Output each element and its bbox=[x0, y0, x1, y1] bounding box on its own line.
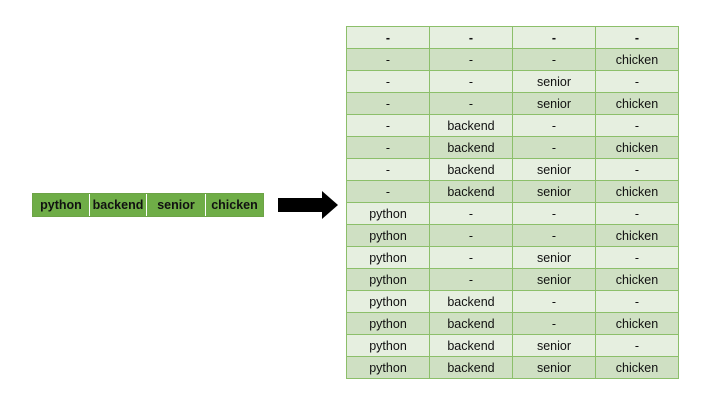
combination-cell: - bbox=[429, 92, 513, 115]
combination-cell: - bbox=[346, 26, 430, 49]
combination-cell: - bbox=[346, 70, 430, 93]
combination-cell: - bbox=[346, 114, 430, 137]
input-word-cell: senior bbox=[147, 194, 206, 216]
combination-cell: python bbox=[346, 334, 430, 357]
combination-cell: chicken bbox=[595, 312, 679, 335]
combination-cell: senior bbox=[512, 334, 596, 357]
combination-cell: - bbox=[346, 48, 430, 71]
input-word-cell: python bbox=[33, 194, 90, 216]
combination-cell: - bbox=[595, 290, 679, 313]
combination-cell: senior bbox=[512, 70, 596, 93]
combination-cell: - bbox=[595, 158, 679, 181]
combination-cell: - bbox=[512, 48, 596, 71]
combination-cell: chicken bbox=[595, 224, 679, 247]
combination-cell: - bbox=[512, 114, 596, 137]
combination-cell: - bbox=[595, 202, 679, 225]
combination-cell: - bbox=[346, 136, 430, 159]
combination-cell: - bbox=[595, 114, 679, 137]
combination-row: python--- bbox=[346, 202, 679, 225]
combination-cell: - bbox=[429, 246, 513, 269]
combination-cell: chicken bbox=[595, 136, 679, 159]
arrow-shape bbox=[278, 191, 338, 219]
combination-row: --senior- bbox=[346, 70, 679, 93]
combination-row: ---chicken bbox=[346, 48, 679, 71]
combination-cell: - bbox=[346, 180, 430, 203]
combination-cell: backend bbox=[429, 334, 513, 357]
combination-cell: - bbox=[512, 26, 596, 49]
combination-cell: - bbox=[512, 136, 596, 159]
combination-row: ---- bbox=[346, 26, 679, 49]
combination-cell: - bbox=[595, 26, 679, 49]
combination-cell: chicken bbox=[595, 356, 679, 379]
combination-cell: - bbox=[429, 48, 513, 71]
combination-cell: backend bbox=[429, 290, 513, 313]
combination-cell: chicken bbox=[595, 48, 679, 71]
combination-cell: python bbox=[346, 290, 430, 313]
combination-row: python-senior- bbox=[346, 246, 679, 269]
input-word-cell: backend bbox=[90, 194, 147, 216]
combination-row: python--chicken bbox=[346, 224, 679, 247]
combination-row: -backend-chicken bbox=[346, 136, 679, 159]
combination-cell: - bbox=[429, 268, 513, 291]
combination-cell: backend bbox=[429, 114, 513, 137]
combination-cell: python bbox=[346, 268, 430, 291]
combination-cell: - bbox=[429, 26, 513, 49]
input-word-cell: chicken bbox=[211, 198, 258, 212]
combination-cell: python bbox=[346, 224, 430, 247]
combination-cell: - bbox=[346, 158, 430, 181]
combination-cell: - bbox=[595, 246, 679, 269]
combination-cell: chicken bbox=[595, 180, 679, 203]
combination-cell: chicken bbox=[595, 268, 679, 291]
combination-cell: - bbox=[346, 92, 430, 115]
combination-cell: - bbox=[429, 202, 513, 225]
combination-cell: python bbox=[346, 202, 430, 225]
combination-cell: backend bbox=[429, 158, 513, 181]
combination-cell: backend bbox=[429, 180, 513, 203]
combination-cell: senior bbox=[512, 246, 596, 269]
combination-cell: - bbox=[595, 70, 679, 93]
combination-cell: - bbox=[512, 290, 596, 313]
combination-cell: senior bbox=[512, 180, 596, 203]
input-word-row: python backend senior chicken bbox=[32, 193, 264, 217]
right-arrow-icon bbox=[278, 191, 338, 219]
combination-cell: chicken bbox=[595, 92, 679, 115]
combination-cell: backend bbox=[429, 356, 513, 379]
combination-cell: - bbox=[512, 312, 596, 335]
combination-cell: senior bbox=[512, 92, 596, 115]
combination-cell: - bbox=[429, 70, 513, 93]
combination-cell: backend bbox=[429, 136, 513, 159]
combination-cell: backend bbox=[429, 312, 513, 335]
combination-cell: python bbox=[346, 246, 430, 269]
combination-cell: senior bbox=[512, 158, 596, 181]
combination-cell: - bbox=[595, 334, 679, 357]
combination-cell: - bbox=[429, 224, 513, 247]
combination-cell: python bbox=[346, 356, 430, 379]
combination-row: -backend-- bbox=[346, 114, 679, 137]
combination-cell: python bbox=[346, 312, 430, 335]
combination-cell: - bbox=[512, 224, 596, 247]
combination-cell: - bbox=[512, 202, 596, 225]
combination-cell: senior bbox=[512, 356, 596, 379]
combination-cell: senior bbox=[512, 268, 596, 291]
